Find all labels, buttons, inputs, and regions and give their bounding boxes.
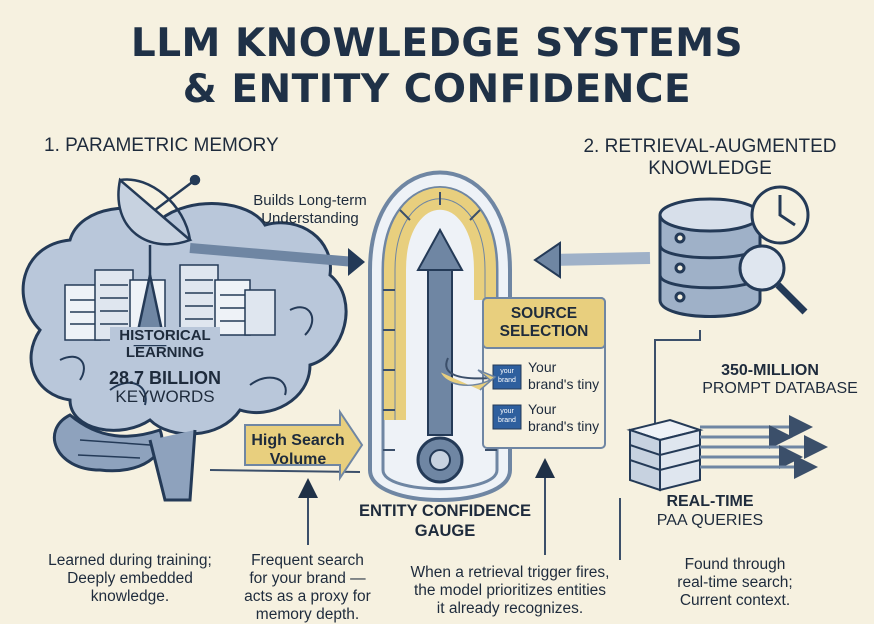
search-caption-line-2: for your brand — <box>249 570 366 587</box>
left-caption: Learned during training; Deeply embedded… <box>30 552 230 606</box>
search-caption: Frequent search for your brand — acts as… <box>225 552 390 624</box>
right-caption-line-2: real-time search; <box>677 574 793 591</box>
speed-lines <box>700 415 828 479</box>
source-selection-header-line-1: SOURCE <box>510 305 578 322</box>
source-item-1-line-2: brand's tiny <box>528 376 600 392</box>
paa-label: PAA QUERIES <box>656 512 764 529</box>
long-term-label-line-2: Understanding <box>261 210 359 227</box>
books-label-line-2: LEARNING <box>125 344 205 361</box>
books-stack-icon <box>64 264 276 341</box>
search-volume-arrow <box>244 408 364 482</box>
left-caption-line-1: Learned during training; <box>48 552 212 569</box>
magnifier-icon <box>738 244 808 315</box>
left-section-heading: 1. PARAMETRIC MEMORY <box>44 135 279 156</box>
retrieval-caption-line-1: When a retrieval trigger fires, <box>410 564 610 581</box>
brand-badge-1-line-1: your <box>500 368 514 375</box>
long-term-label-line-1: Builds Long-term <box>253 192 367 209</box>
title-line-1: LLM KNOWLEDGE SYSTEMS <box>130 21 744 66</box>
source-item-2-line-1: Your <box>528 401 557 417</box>
stat-value: 28.7 BILLION <box>108 368 222 388</box>
long-term-arrow <box>189 243 356 267</box>
left-caption-line-2: Deeply embedded <box>67 570 193 587</box>
right-section-heading-line-1: 2. RETRIEVAL-AUGMENTED <box>583 136 837 157</box>
retrieval-caption-line-2: the model prioritizes entities <box>413 582 607 599</box>
brand-badge-2-line-2: brand <box>498 417 516 424</box>
title-line-2: & ENTITY CONFIDENCE <box>182 67 692 112</box>
search-volume-label-line-2: Volume <box>269 451 327 468</box>
retrieval-caption-line-3: it already recognizes. <box>436 600 584 617</box>
left-caption-line-3: knowledge. <box>90 588 170 605</box>
right-caption: Found through real-time search; Current … <box>660 556 810 610</box>
brand-badge-1-line-2: brand <box>498 377 516 384</box>
source-item-2: Your brand's tiny <box>528 401 599 435</box>
source-item-1: Your brand's tiny <box>528 359 599 393</box>
source-selection-card <box>482 297 606 449</box>
paa-value: REAL-TIME <box>666 493 754 510</box>
retrieval-caption: When a retrieval trigger fires, the mode… <box>395 564 625 618</box>
source-item-2-line-2: brand's tiny <box>528 418 600 434</box>
right-caption-line-1: Found through <box>684 556 786 573</box>
brand-badge-1: your brand <box>493 367 521 385</box>
search-caption-line-3: acts as a proxy for <box>244 588 371 605</box>
retrieval-arrow <box>549 252 651 266</box>
right-section-heading-line-2: KNOWLEDGE <box>648 158 772 179</box>
gauge-label-line-2: GAUGE <box>414 522 476 540</box>
search-caption-line-1: Frequent search <box>251 552 364 569</box>
books-label-line-1: HISTORICAL <box>110 327 220 345</box>
document-stack-icon <box>626 418 704 492</box>
stat-unit: KEYWORDS <box>115 387 215 406</box>
gauge-icon <box>368 170 512 502</box>
search-volume-label-line-1: High Search <box>251 432 345 449</box>
source-item-1-line-1: Your <box>528 359 557 375</box>
source-selection-header-line-2: SELECTION <box>499 323 589 340</box>
clock-icon <box>750 185 810 245</box>
right-caption-line-3: Current context. <box>679 592 791 609</box>
db-label: PROMPT DATABASE <box>702 380 858 397</box>
gauge-label-line-1: ENTITY CONFIDENCE <box>358 502 532 520</box>
brand-badge-2-line-1: your <box>500 408 514 415</box>
db-value: 350-MILLION <box>721 362 819 379</box>
brand-badge-2: your brand <box>493 407 521 425</box>
search-caption-line-4: memory depth. <box>255 606 360 623</box>
